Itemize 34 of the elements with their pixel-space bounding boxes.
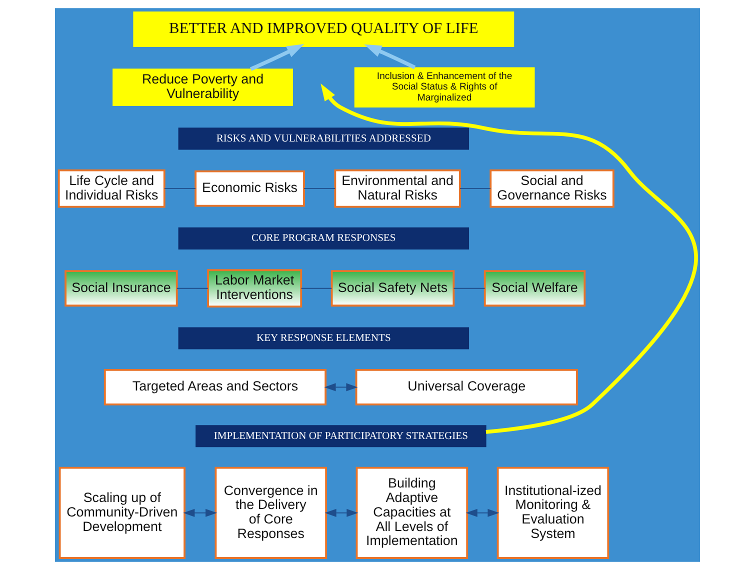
node-box: Life Cycle and Individual Risks [58,169,166,208]
node-box: Targeted Areas and Sectors [104,368,327,406]
node-box: Economic Risks [194,170,305,207]
node-box: Social Safety Nets [330,270,455,307]
node-box: Institutional-ized Monitoring & Evaluation System [496,466,610,559]
connector [300,288,332,289]
connector [460,188,492,190]
node-box: Building Adaptive Capacities at All Levels of Implementation [356,466,468,559]
node-box: IMPLEMENTATION OF PARTICIPATORY STRATEGIES [196,425,486,448]
node-box: Reduce Poverty and Vulnerability [112,68,293,106]
node-box: Scaling up of Community-Driven Development [58,466,186,559]
node-box: Environmental and Natural Risks [334,169,461,208]
arrow [324,508,358,517]
arrow [320,84,698,434]
arrow [250,44,304,71]
arrow [324,383,358,392]
arrow [466,508,500,517]
arrow [183,508,218,517]
node-box: Labor Market Interventions [207,269,302,308]
connector [453,288,486,289]
arrow [364,44,416,70]
node-box: Convergence in the Delivery of Core Responses [214,466,328,559]
node-box: CORE PROGRAM RESPONSES [178,227,470,250]
node-box: Inclusion & Enhancement of the Social Status & Rights of Marginalized [354,67,535,108]
node-box: Universal Coverage [355,368,578,406]
connector [164,188,196,190]
node-box: BETTER AND IMPROVED QUALITY OF LIFE [133,12,514,48]
node-box: Social Welfare [484,270,586,307]
connector [176,288,208,289]
connector [304,188,336,190]
node-box: Social Insurance [64,270,178,307]
node-box: RISKS AND VULNERABILITIES ADDRESSED [178,128,470,150]
node-box: Social and Governance Risks [490,169,614,208]
node-box: KEY RESPONSE ELEMENTS [178,327,470,350]
